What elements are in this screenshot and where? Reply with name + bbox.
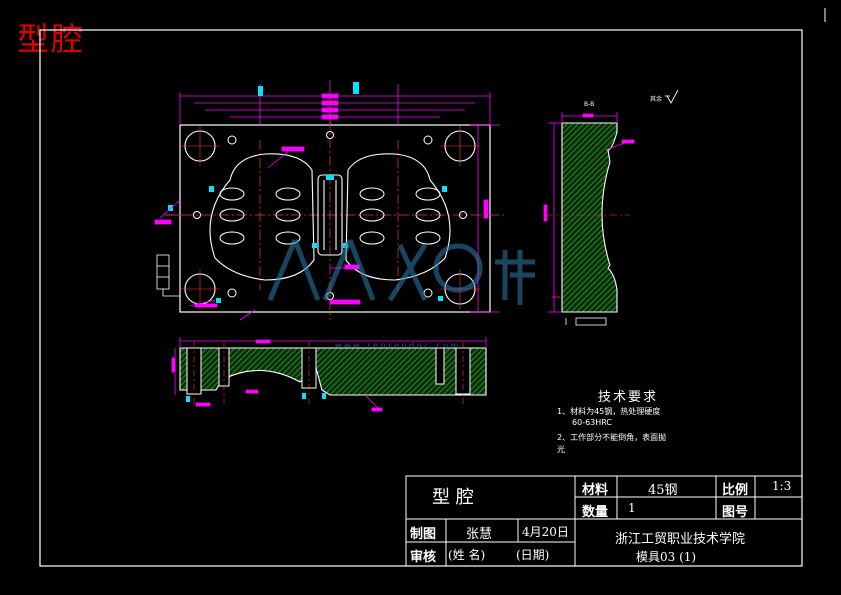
cavity-left	[209, 153, 315, 281]
tech-requirement-1: 1、材料为45钢，热处理硬度	[557, 407, 661, 416]
quantity-label: 数量	[582, 505, 609, 520]
tech-requirements-heading: 技术要求	[598, 390, 659, 405]
drawer-name: 张慧	[466, 527, 493, 542]
scale-label: 比例	[722, 483, 749, 498]
part-name: 型 腔	[432, 487, 474, 508]
annotation-marks	[168, 82, 447, 303]
material-label: 材料	[582, 483, 609, 498]
title-block-lines	[405, 475, 803, 567]
watermark-url: w w w . r e n r e n d o c . c o m	[335, 341, 459, 350]
name-placeholder: (姓 名)	[448, 548, 486, 562]
scale-value: 1:3	[772, 479, 792, 493]
leader-lines	[154, 146, 489, 321]
tech-requirement-2: 60-63HRC	[572, 418, 613, 427]
date-value: 4月20日	[522, 525, 569, 539]
svg-text:其余: 其余	[650, 95, 662, 103]
overlay-title: 型腔	[17, 20, 86, 58]
section-dim-box	[575, 317, 607, 326]
section-bb: B-B	[543, 101, 635, 326]
section-label: B-B	[584, 101, 594, 108]
oval-slots	[219, 187, 441, 245]
tech-requirement-3: 2、工作部分不能倒角，表面抛	[557, 433, 667, 442]
watermark	[267, 239, 535, 305]
surface-roughness: 其余	[650, 89, 679, 104]
school-name: 浙江工贸职业技术学院	[615, 532, 746, 547]
drawer-label: 制图	[410, 527, 437, 542]
guide-hole-centers	[180, 126, 480, 309]
cavity-right	[345, 153, 451, 281]
quantity-value: 1	[628, 501, 636, 515]
front-section	[171, 337, 487, 412]
checker-label: 审核	[410, 550, 437, 565]
material-value: 45钢	[648, 483, 678, 498]
drawing-no-label: 图号	[722, 505, 749, 520]
date-placeholder: (日期)	[516, 548, 550, 562]
cavities	[209, 153, 451, 281]
top-dimensions	[179, 80, 491, 125]
plan-outline	[179, 124, 491, 313]
tech-requirement-4: 光	[557, 445, 565, 454]
drawing-code: 模具03 (1)	[636, 550, 697, 564]
section-profile	[561, 122, 618, 313]
left-dimension-box	[156, 254, 180, 297]
